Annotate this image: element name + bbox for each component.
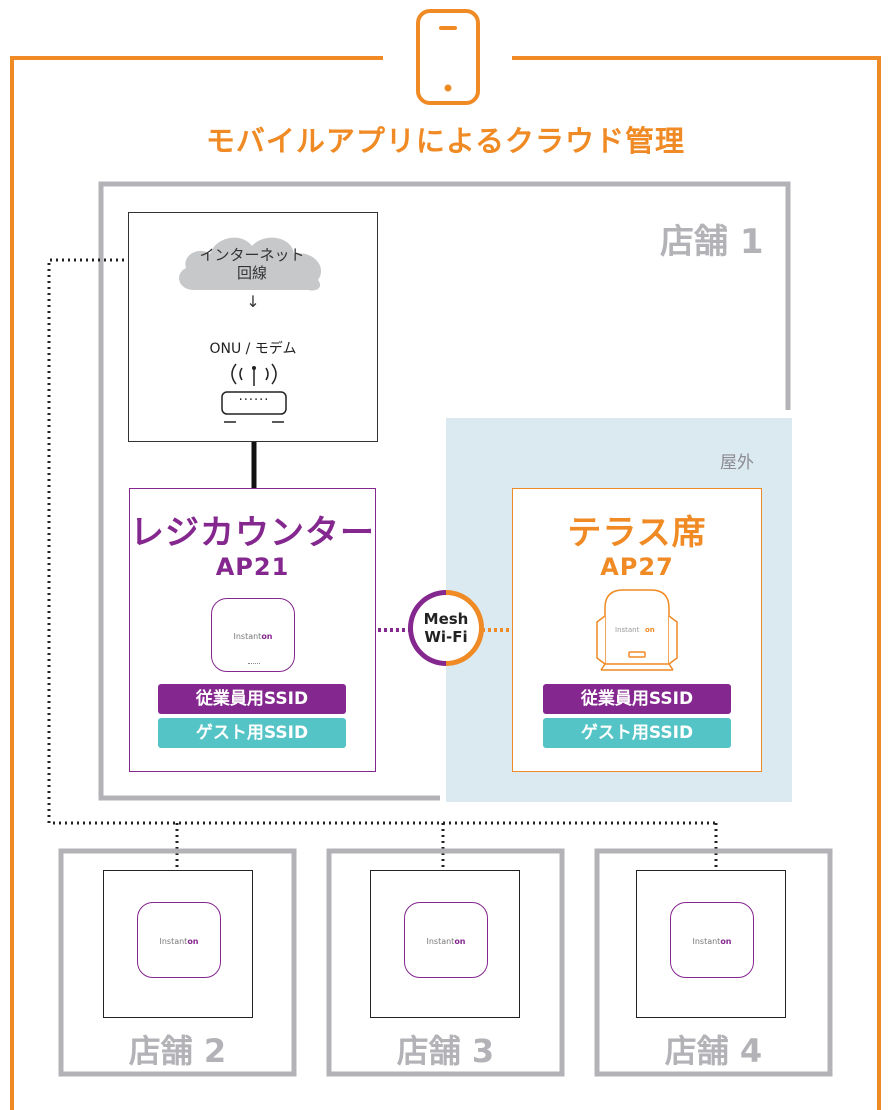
store2-label: 店舗 2 <box>128 1032 227 1070</box>
register-ssid-guest: ゲスト用SSID <box>158 718 346 748</box>
frame-left-top <box>10 56 383 1110</box>
store2-frame <box>58 848 297 1077</box>
terrace-name: テラス席 <box>567 513 707 553</box>
svg-text:on: on <box>645 626 655 634</box>
ap21-label: AP21 <box>215 553 290 581</box>
internet-label-line1: インターネット <box>199 246 305 264</box>
terrace-ssid-guest: ゲスト用SSID <box>543 718 731 748</box>
router-icon <box>221 363 287 423</box>
ap-logo: Instanton <box>233 632 273 641</box>
arrow-down-icon: ↓ <box>246 292 260 311</box>
store4-ap-box: Instanton <box>636 870 786 1018</box>
access-point-icon: Instanton <box>404 902 488 978</box>
ap-logo: Instanton <box>426 937 466 946</box>
page-title: モバイルアプリによるクラウド管理 <box>205 124 686 158</box>
svg-text:Instant: Instant <box>615 626 640 634</box>
router-dots: ······ <box>238 393 270 408</box>
mesh-wifi-label: Mesh Wi-Fi <box>408 590 484 666</box>
store3-frame <box>326 848 565 1077</box>
ap-logo: Instanton <box>692 937 732 946</box>
ap27-label: AP27 <box>600 553 674 581</box>
mesh-wifi-line2: Wi-Fi <box>424 628 468 646</box>
cloud-icon <box>179 237 322 291</box>
register-ssid-staff: 従業員用SSID <box>158 684 346 714</box>
register-counter-name: レジカウンター <box>130 513 375 553</box>
mesh-wifi-line1: Mesh <box>423 610 469 628</box>
internet-label: インターネット 回線 <box>182 246 322 282</box>
frame-right-top <box>512 56 881 1110</box>
onu-label: ONU / モデム <box>209 341 297 357</box>
store4-label: 店舗 4 <box>664 1032 763 1070</box>
access-point-icon: Instanton <box>211 598 295 672</box>
outdoor-label: 屋外 <box>720 453 754 473</box>
store3-label: 店舗 3 <box>396 1032 495 1070</box>
outdoor-access-point-icon: Instant on <box>596 589 678 671</box>
store1-frame <box>98 181 791 801</box>
store3-ap-box: Instanton <box>370 870 520 1018</box>
store4-frame <box>594 848 833 1077</box>
terrace-ssid-staff: 従業員用SSID <box>543 684 731 714</box>
store1-label: 店舗 1 <box>660 222 764 262</box>
ap-logo: Instanton <box>159 937 199 946</box>
store2-ap-box: Instanton <box>103 870 253 1018</box>
smartphone-icon <box>416 9 480 105</box>
access-point-icon: Instanton <box>670 902 754 978</box>
internet-label-line2: 回線 <box>236 264 267 282</box>
access-point-icon: Instanton <box>137 902 221 978</box>
network-dotted-lines <box>47 258 718 870</box>
